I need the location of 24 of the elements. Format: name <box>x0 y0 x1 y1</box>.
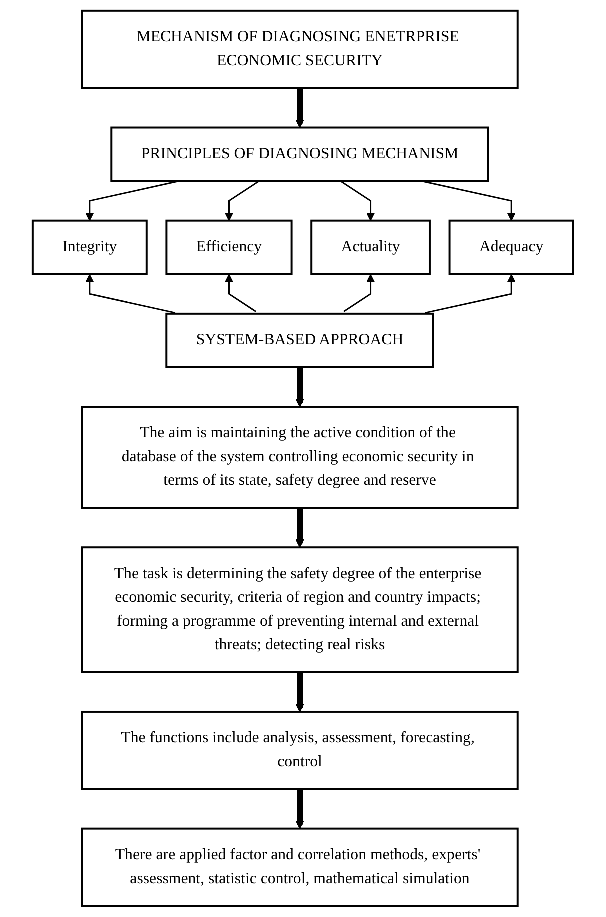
arrow <box>296 672 304 712</box>
arrow <box>340 180 375 222</box>
node-box: MECHANISM OF DIAGNOSING ENETRPRISE ECONOMIC SECURITY <box>81 10 519 90</box>
node-box: PRINCIPLES OF DIAGNOSING MECHANISM <box>110 126 490 182</box>
node-box: The aim is maintaining the active condition of the database of the system controlling economic security in terms of its state, safety degree and reserve <box>81 406 519 509</box>
arrow <box>296 88 304 128</box>
arrow <box>343 274 375 312</box>
node-box: The functions include analysis, assessment, forecasting, control <box>81 711 519 790</box>
arrow <box>296 508 304 548</box>
arrow <box>421 180 516 222</box>
node-box: SYSTEM-BASED APPROACH <box>165 312 434 368</box>
node-box: Efficiency <box>166 220 293 276</box>
arrow <box>425 274 516 314</box>
arrow <box>224 274 256 312</box>
node-box: The task is determining the safety degree of the enterprise economic security, criteria of region and country impacts; forming a programme of preventing internal and external threats; detecting real risks <box>81 546 519 674</box>
arrow <box>85 180 180 222</box>
arrow <box>224 180 260 222</box>
arrow <box>85 274 176 314</box>
node-box: Actuality <box>310 220 431 276</box>
arrow <box>296 367 304 408</box>
node-box: There are applied factor and correlation methods, experts' assessment, statistic control, mathematical simulation <box>81 828 519 908</box>
node-box: Integrity <box>32 220 148 276</box>
arrow <box>296 789 304 830</box>
node-box: Adequacy <box>448 220 574 276</box>
